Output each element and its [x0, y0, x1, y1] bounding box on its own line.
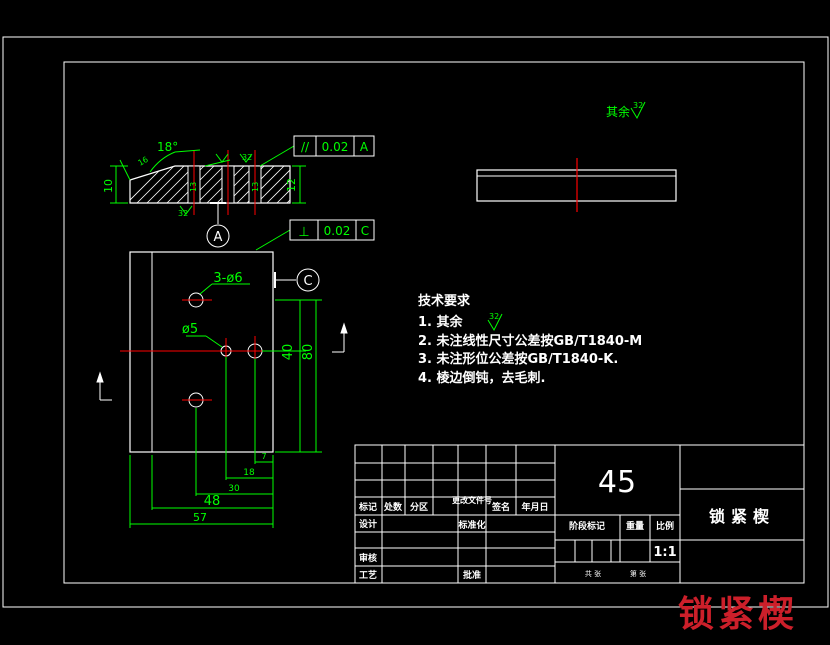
general-rough-value: 32 — [633, 101, 643, 110]
h-zone: 分区 — [410, 501, 428, 513]
datum-a-label: A — [214, 230, 223, 245]
parallel-tolerance-frame: // 0.02 A — [259, 135, 375, 167]
tech-req-item-4: 4. 棱边倒钝，去毛刺. — [418, 370, 545, 386]
general-roughness: 其余 32 — [606, 101, 646, 120]
h-sign: 签名 — [491, 501, 510, 513]
side-view: 10 12 18° 16 32 32 13 13 // 0.02 A A — [102, 135, 375, 248]
h-mark: 标记 — [358, 501, 377, 513]
watermark-title: 锁紧楔 — [678, 593, 798, 635]
h-count: 处数 — [383, 501, 403, 513]
perp-symbol: ⊥ — [298, 225, 309, 240]
section-arrow-left — [96, 371, 112, 401]
tech-req-item1-rough: 32 — [489, 312, 499, 321]
tech-req-title: 技术要求 — [418, 293, 471, 309]
title-block — [354, 444, 805, 584]
outer-frame — [2, 36, 829, 608]
rough-top: 32 — [242, 153, 252, 162]
lbl-process: 工艺 — [359, 569, 377, 581]
h-date: 年月日 — [521, 501, 548, 513]
title-block-text: 45 锁紧楔 标记 处数 分区 更改文件号 签名 年月日 设计 标准化 审核 工… — [358, 465, 775, 581]
dim-30: 30 — [228, 484, 240, 494]
section-arrow-right — [332, 322, 348, 353]
front-view-outline — [129, 251, 274, 453]
dim-side-12: 12 — [285, 178, 298, 192]
datum-a: A — [206, 202, 230, 248]
lbl-stage: 阶段标记 — [569, 520, 605, 532]
dim-side-10: 10 — [102, 179, 115, 193]
dim-57: 57 — [193, 511, 207, 524]
rough-left: 16 — [137, 155, 150, 168]
dim-18: 18 — [243, 468, 255, 478]
parallel-value: 0.02 — [322, 140, 349, 154]
lbl-checker: 审核 — [359, 552, 377, 564]
part-name: 锁紧楔 — [709, 507, 775, 526]
sheet-total: 共 张 — [585, 569, 601, 578]
hole-big-callout: 3-ø6 — [213, 271, 242, 286]
hole-small-callout: ø5 — [182, 322, 198, 337]
general-rough-label: 其余 — [606, 104, 630, 119]
datum-c-label: C — [303, 274, 312, 289]
material: 45 — [598, 465, 636, 500]
side-hole-label-1: 13 — [189, 182, 198, 192]
perp-datum: C — [361, 224, 369, 238]
side-view-outline — [129, 165, 291, 204]
top-view — [476, 158, 677, 212]
lbl-designer: 设计 — [359, 518, 377, 530]
dim-48: 48 — [204, 494, 221, 509]
tech-req-item-1: 1. 其余 — [418, 314, 464, 330]
scale-value: 1:1 — [653, 545, 676, 560]
lbl-weight: 重量 — [626, 520, 644, 532]
dim-40: 40 — [281, 344, 296, 361]
rough-bottom: 32 — [178, 209, 188, 218]
dim-7: 7 — [261, 452, 266, 461]
h-docno: 更改文件号 — [452, 495, 492, 505]
lbl-scale: 比例 — [656, 520, 674, 532]
perp-value: 0.02 — [324, 224, 351, 238]
parallel-datum: A — [360, 140, 369, 154]
dim-angle: 18° — [157, 140, 178, 154]
datum-c: C — [274, 268, 320, 292]
lbl-approve: 批准 — [463, 569, 481, 581]
parallel-symbol: // — [301, 140, 310, 154]
tech-req-item-2: 2. 未注线性尺寸公差按GB/T1840-M — [418, 333, 642, 349]
front-view: 3-ø6 ø5 40 80 7 18 30 48 57 ⊥ 0.02 C C — [96, 219, 375, 528]
perp-tolerance-frame: ⊥ 0.02 C — [255, 219, 375, 251]
lbl-standard: 标准化 — [457, 519, 485, 531]
side-hole-label-2: 13 — [251, 182, 260, 192]
tech-requirements: 技术要求 1. 其余 32 2. 未注线性尺寸公差按GB/T1840-M 3. … — [418, 293, 642, 386]
sheet-no: 第 张 — [630, 569, 646, 578]
tech-req-item-3: 3. 未注形位公差按GB/T1840-K. — [418, 351, 618, 367]
dim-80: 80 — [301, 344, 316, 361]
